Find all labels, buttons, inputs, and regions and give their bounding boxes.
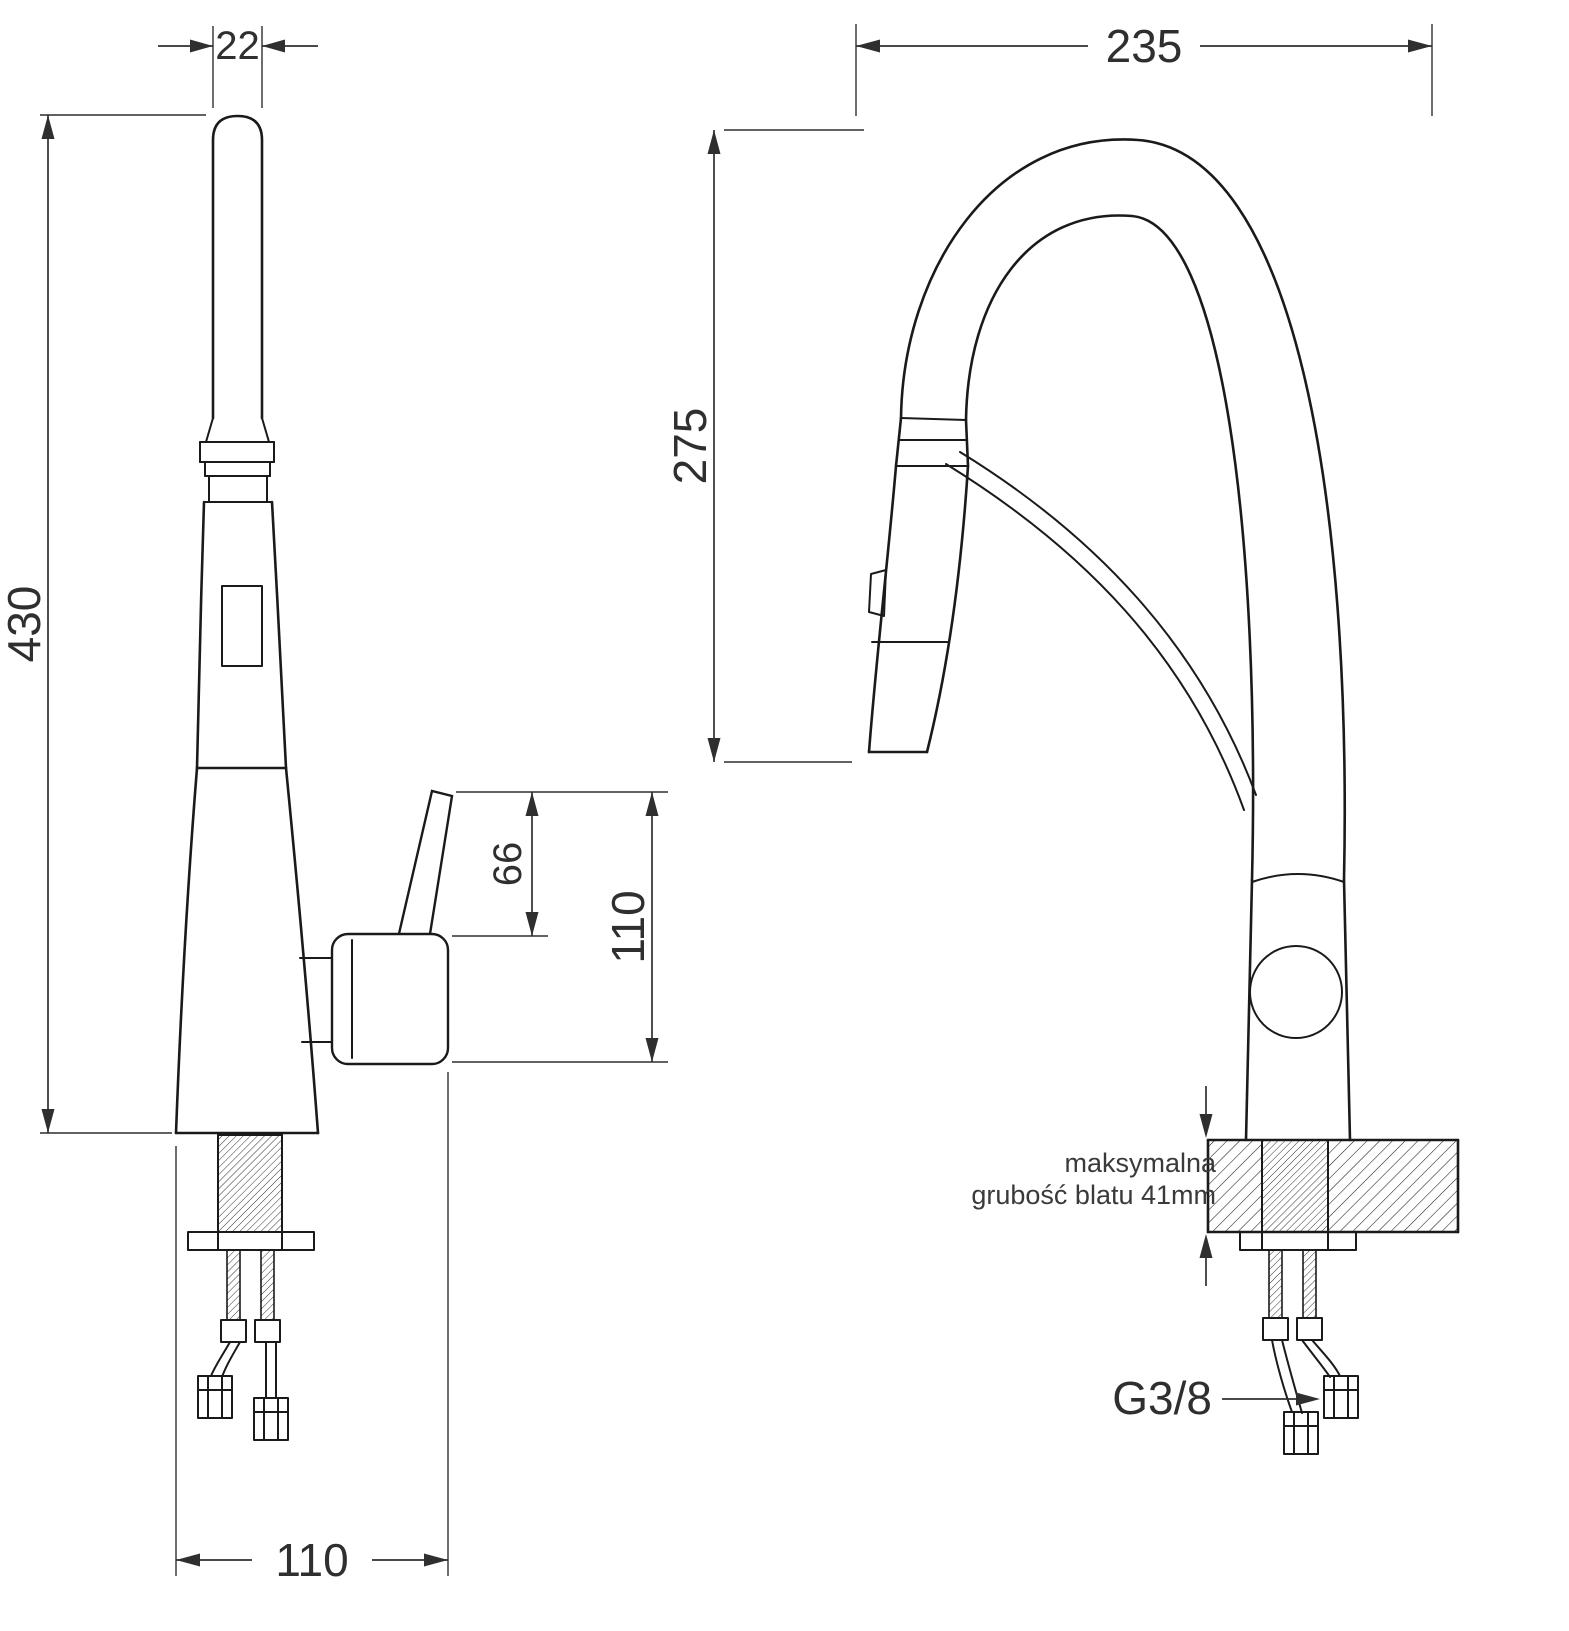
- spout-tube: [211, 114, 264, 420]
- counter-note-line2: grubość blatu 41mm: [971, 1180, 1216, 1210]
- spout-joint-rings: [199, 417, 275, 503]
- dim-spout-tube-width: 22: [158, 24, 318, 108]
- lower-cone: [174, 766, 320, 1135]
- counter-note-line1: maksymalna: [1064, 1148, 1217, 1178]
- handle-housing: [330, 932, 450, 1066]
- sprayer-head: [867, 416, 970, 754]
- counter-thickness-callout: maksymalna grubość blatu 41mm: [971, 1086, 1217, 1286]
- body-joint-circle: [1249, 945, 1343, 1039]
- dim-base-depth: 110: [175, 1072, 449, 1586]
- dim-base-depth-label: 110: [275, 1534, 348, 1586]
- dim-spout-reach-label: 235: [1106, 20, 1183, 72]
- left-faucet-drawing: [174, 114, 454, 1441]
- mounting-plate: [187, 1231, 315, 1251]
- supply-hardware-right: [1262, 1249, 1359, 1455]
- dim-total-height-label: 430: [0, 586, 50, 663]
- threaded-shank: [217, 1134, 283, 1233]
- supply-nut-right: [253, 1397, 289, 1441]
- dim-handle-total-height-label: 110: [602, 890, 654, 963]
- dim-lever-height: 66: [452, 791, 668, 937]
- faucet-body: [1244, 873, 1352, 1142]
- supply-nut-left: [197, 1375, 233, 1419]
- spout-inner-curve: [964, 214, 1255, 882]
- thread-size-callout: G3/8: [1112, 1372, 1320, 1424]
- dim-spout-clearance: 275: [664, 129, 864, 763]
- dim-spout-reach: 235: [855, 20, 1433, 116]
- counter-slab: [1206, 1138, 1460, 1234]
- handle-assembly: [299, 789, 454, 1066]
- mounting-plate-right: [1239, 1231, 1357, 1251]
- handle-lever: [396, 789, 454, 940]
- dim-lever-height-label: 66: [486, 842, 530, 887]
- body-window: [221, 585, 263, 667]
- dim-spout-clearance-label: 275: [664, 408, 716, 485]
- right-view: 235 275 maksymalna grubość blatu 41mm G3…: [664, 20, 1460, 1455]
- dim-spout-tube-width-label: 22: [215, 24, 260, 68]
- supply-nut-lower: [1283, 1411, 1319, 1455]
- sprayer-button: [868, 569, 887, 617]
- flexible-hose: [945, 451, 1257, 811]
- upper-body: [195, 500, 288, 770]
- right-faucet-drawing: [867, 138, 1460, 1455]
- g38-nut: [1323, 1375, 1359, 1419]
- thread-size-label: G3/8: [1112, 1372, 1212, 1424]
- left-view: 22 430 66 110: [0, 24, 668, 1586]
- supply-hardware: [197, 1249, 289, 1441]
- dim-total-height: 430: [0, 114, 206, 1134]
- dim-handle-total-height: 110: [452, 792, 668, 1063]
- spout-outer-curve: [899, 138, 1347, 882]
